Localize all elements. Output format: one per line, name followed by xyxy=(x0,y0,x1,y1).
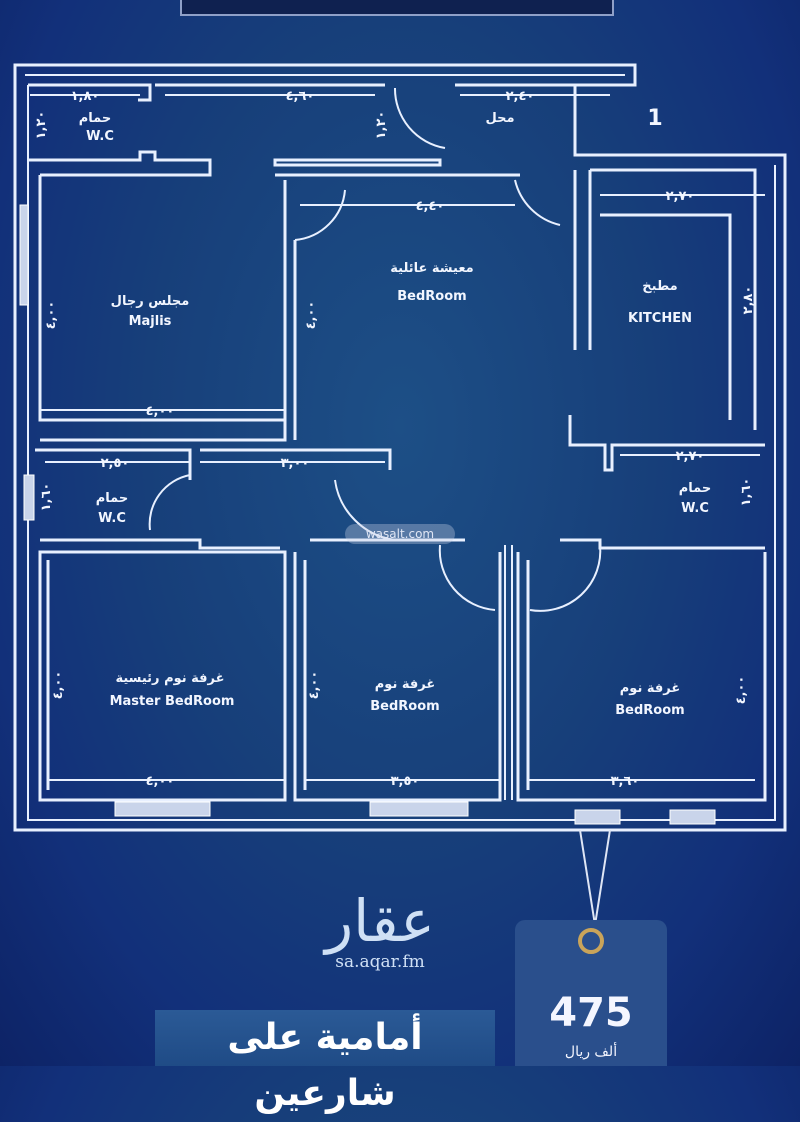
dim-wc-right-h: ١,٦٠ xyxy=(739,478,754,507)
bed3-ar: غرفة نوم xyxy=(620,681,680,696)
dim-master-h: ٤,٠٠ xyxy=(51,671,66,700)
top-banner-edge xyxy=(180,0,614,16)
master-en: Master BedRoom xyxy=(110,694,235,709)
wc-right-ar: حمام xyxy=(679,481,712,496)
kitchen-en: KITCHEN xyxy=(628,311,692,326)
logo-url: sa.aqar.fm xyxy=(335,952,425,972)
dim-living-w: ٤,٤٠ xyxy=(416,199,445,214)
dim-wc-top-h: ١,٢٠ xyxy=(34,111,49,140)
dim-wc-left-w: ٢,٥٠ xyxy=(101,456,130,471)
wall xyxy=(273,158,520,177)
dim-corridor-h: ١,٢٠ xyxy=(374,111,389,140)
dim-majlis-w: ٤,٠٠ xyxy=(146,404,175,419)
door-swing xyxy=(148,474,191,531)
wall xyxy=(35,448,765,550)
feature-banner: أمامية على شارعين xyxy=(155,1010,495,1114)
price-tag: 475 ألف ريال xyxy=(515,920,667,1066)
window xyxy=(23,474,35,521)
floor-plan: 1 حمام W.C محل مجلس رجال Majlis معيشة عا… xyxy=(13,63,787,832)
price-value: 475 xyxy=(549,990,633,1036)
wc-left-en: W.C xyxy=(98,511,126,526)
wall xyxy=(573,168,757,430)
tag-ring-icon xyxy=(578,928,604,954)
dim-wc-top-w: ١,٨٠ xyxy=(71,89,100,104)
living-ar: معيشة عائلية xyxy=(390,261,473,276)
tag-string xyxy=(579,830,611,926)
window xyxy=(574,809,621,825)
kitchen-ar: مطبخ xyxy=(642,279,677,294)
wc-right-en: W.C xyxy=(681,501,709,516)
window xyxy=(369,801,469,817)
majlis-ar: مجلس رجال xyxy=(111,294,190,309)
wall xyxy=(28,83,620,102)
bed2-en: BedRoom xyxy=(370,699,439,714)
living-en: BedRoom xyxy=(397,289,466,304)
wall xyxy=(38,175,297,442)
wall xyxy=(38,550,767,802)
dim-shop-w: ٢,٤٠ xyxy=(506,89,535,104)
dim-kitchen-w: ٢,٧٠ xyxy=(666,189,695,204)
wall xyxy=(568,415,765,472)
dim-bed2-w: ٣,٥٠ xyxy=(391,774,420,789)
dim-hall-w: ٣,٠٠ xyxy=(281,456,310,471)
window xyxy=(669,809,716,825)
dimension-lines xyxy=(30,94,765,781)
inner-outer-wall xyxy=(25,74,776,821)
dim-bed3-h: ٤,٠٠ xyxy=(734,676,749,705)
dim-kitchen-h: ٢,٨٠ xyxy=(741,286,756,315)
door-swing xyxy=(514,179,561,226)
dim-top-mid: ٤,٦٠ xyxy=(286,89,315,104)
shop-label: محل xyxy=(485,111,514,126)
watermark: wasalt.com xyxy=(345,524,455,544)
outer-wall xyxy=(13,63,787,832)
door-swing xyxy=(529,544,602,612)
wc-left-ar: حمام xyxy=(96,491,129,506)
dim-bed3-w: ٣,٦٠ xyxy=(611,774,640,789)
bed3-en: BedRoom xyxy=(615,703,684,718)
wall xyxy=(28,150,212,177)
dim-majlis-h: ٤,٠٠ xyxy=(44,301,59,330)
dim-wc-right-w: ٢,٧٠ xyxy=(676,449,705,464)
dim-living-h: ٤,٠٠ xyxy=(304,301,319,330)
wc-top-ar: حمام xyxy=(79,111,112,126)
majlis-en: Majlis xyxy=(129,314,172,329)
dim-master-w: ٤,٠٠ xyxy=(146,774,175,789)
wall xyxy=(504,545,513,800)
unit-number: 1 xyxy=(647,106,662,131)
door-swing xyxy=(334,479,396,541)
price-unit: ألف ريال xyxy=(564,1044,618,1060)
window xyxy=(19,204,29,306)
door-swing xyxy=(393,87,446,149)
window xyxy=(114,801,211,817)
door-swing xyxy=(294,189,346,241)
door-swing xyxy=(438,544,496,611)
master-ar: غرفة نوم رئيسية xyxy=(115,671,224,686)
aqar-logo: عقار sa.aqar.fm xyxy=(300,890,460,972)
wc-top-en: W.C xyxy=(86,129,114,144)
dim-bed2-h: ٤,٠٠ xyxy=(307,671,322,700)
logo-arabic: عقار xyxy=(325,887,435,955)
dim-wc-left-h: ١,٦٠ xyxy=(39,483,54,512)
bed2-ar: غرفة نوم xyxy=(375,677,435,692)
